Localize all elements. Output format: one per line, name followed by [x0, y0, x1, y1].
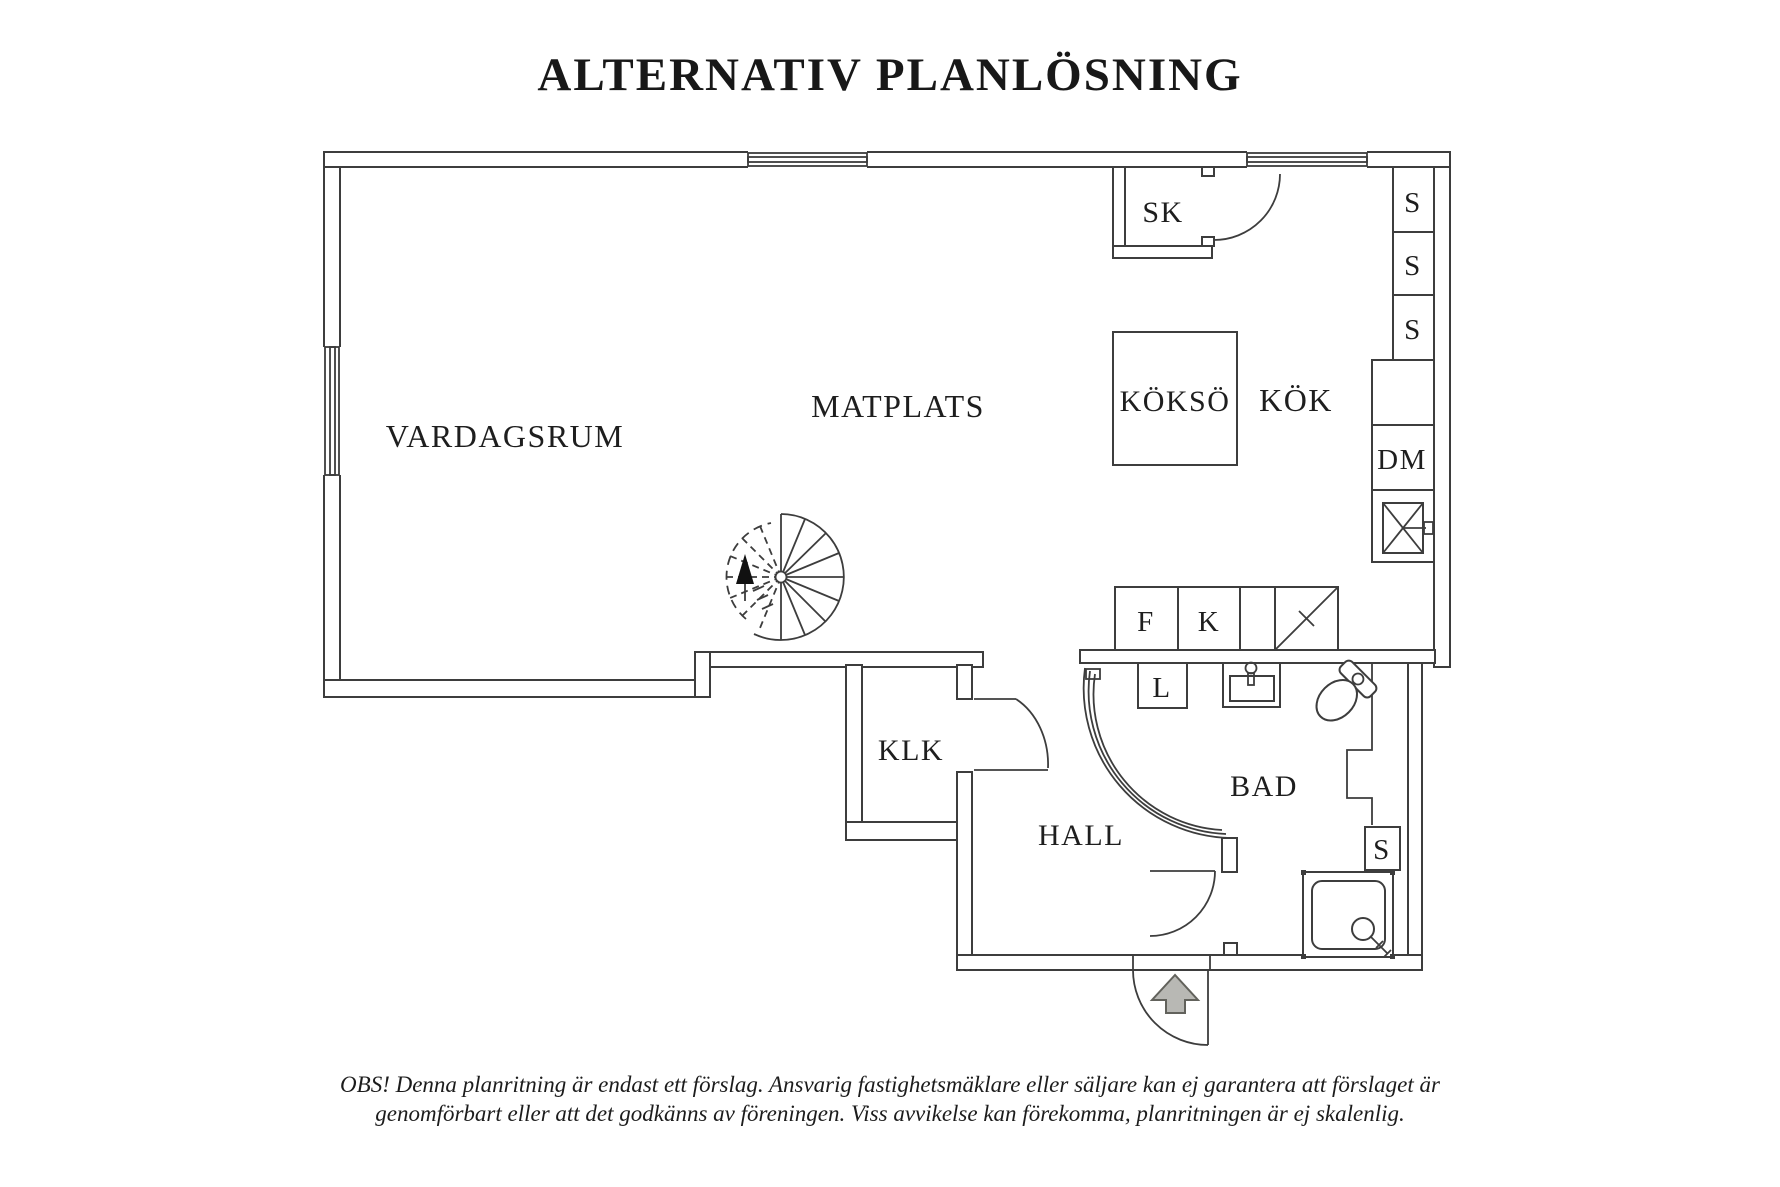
room-label-kok: KÖK — [1259, 382, 1333, 418]
wall-entry-stub — [1223, 942, 1238, 956]
door-klk — [974, 698, 1049, 771]
door-curved-sliding — [1082, 667, 1231, 839]
counter-bench — [1371, 359, 1435, 426]
wall-curved-door-stub — [1221, 837, 1238, 873]
narrow-cabinet — [1239, 586, 1276, 651]
disclaimer-text: OBS! Denna planritning är endast ett för… — [0, 1070, 1780, 1128]
entry-arrow-icon — [1149, 973, 1201, 1014]
wall-bad-shaft-notch — [1346, 663, 1373, 825]
walls — [323, 151, 1451, 971]
label-fridge: K — [1198, 606, 1220, 638]
cabinet-diagonal-icon — [1274, 586, 1339, 651]
windows — [321, 150, 1368, 476]
wall-right-lower — [1407, 662, 1423, 971]
stair-spokes-solid — [780, 514, 844, 640]
washbasin-icon — [1222, 661, 1281, 708]
kitchen-island — [1112, 331, 1238, 466]
room-label-sk: SK — [1142, 196, 1183, 229]
wall-sk-jamb-top — [1201, 166, 1215, 177]
freezer-box — [1114, 586, 1179, 651]
spiral-staircase-icon — [725, 513, 845, 641]
room-label-hall: HALL — [1038, 819, 1124, 852]
fixture-labels: S S S DM F K L S — [1137, 187, 1427, 866]
toilet-icon — [1315, 659, 1378, 722]
stair-direction-arrow-icon — [736, 554, 754, 584]
door-bad — [1149, 870, 1216, 937]
dishwasher-box — [1371, 424, 1435, 491]
wall-sk-jamb-bottom — [1201, 236, 1215, 247]
door-entry — [1132, 955, 1211, 1046]
disclaimer-line-1: OBS! Denna planritning är endast ett för… — [340, 1072, 1440, 1097]
wall-top — [323, 151, 1451, 168]
door-arc-sk — [1213, 173, 1281, 241]
stair-ticks — [752, 585, 774, 610]
wall-right-upper — [1433, 166, 1451, 668]
stair-spokes-dashed — [726, 525, 782, 629]
bath-cabinet-box — [1364, 826, 1401, 871]
curved-door-handle-icon — [1085, 668, 1101, 680]
label-cabinet-s1: S — [1404, 187, 1422, 219]
cabinet-s1 — [1392, 166, 1435, 233]
room-label-bad: BAD — [1230, 770, 1298, 803]
label-dishwasher: DM — [1377, 444, 1427, 476]
label-freezer: F — [1137, 606, 1155, 638]
room-label-klk: KLK — [878, 734, 944, 767]
wall-sk-left — [1112, 166, 1126, 259]
label-cabinet-s3: S — [1404, 314, 1422, 346]
kitchen-fixtures — [1112, 166, 1435, 651]
room-label-vardagsrum: VARDAGSRUM — [386, 418, 624, 454]
wall-bad-top — [1079, 649, 1436, 664]
shower-icon — [1301, 870, 1395, 959]
room-label-matplats: MATPLATS — [811, 388, 985, 424]
room-labels: VARDAGSRUM MATPLATS KÖKSÖ KÖK SK KLK HAL… — [386, 196, 1333, 852]
window-top-1-icon — [747, 150, 868, 169]
label-linen-cabinet: L — [1152, 672, 1171, 704]
disclaimer-line-2: genomförbart eller att det godkänns av f… — [375, 1101, 1405, 1126]
room-label-koksoe: KÖKSÖ — [1120, 385, 1231, 418]
window-left-icon — [321, 346, 343, 476]
wall-livingroom-bottom — [323, 679, 696, 698]
doors — [974, 173, 1281, 1046]
label-bath-cabinet: S — [1373, 834, 1391, 866]
window-top-2-icon — [1246, 150, 1368, 169]
wall-klk-left — [845, 664, 863, 841]
wall-klk-bottom — [845, 821, 973, 841]
label-cabinet-s2: S — [1404, 250, 1422, 282]
wall-hall-left-upper — [956, 664, 973, 700]
wall-step — [694, 651, 711, 698]
linen-cabinet-box — [1137, 662, 1188, 709]
wall-sk-bottom — [1112, 245, 1213, 259]
kitchen-sink-icon — [1382, 502, 1434, 554]
wall-hall-left-lower — [956, 771, 973, 956]
page-title: ALTERNATIV PLANLÖSNING — [537, 49, 1243, 101]
bathroom-fixtures — [1137, 659, 1401, 959]
cabinet-s3 — [1392, 294, 1435, 361]
